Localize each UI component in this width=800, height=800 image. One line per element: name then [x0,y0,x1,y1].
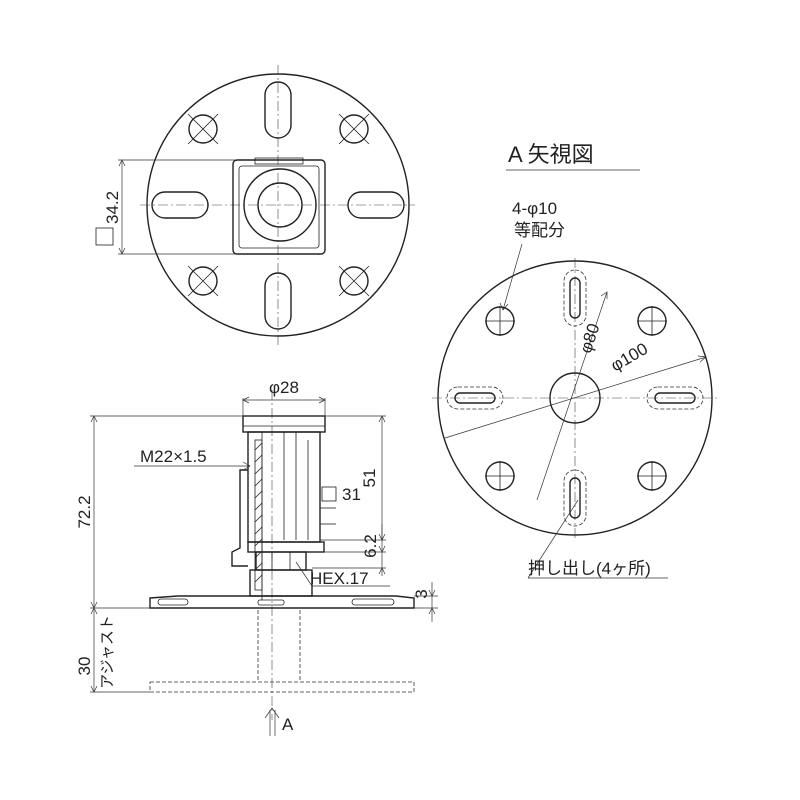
side-adjust-base-plate [149,681,415,693]
side-dim-adjust-label: アジャスト [99,615,116,689]
a-hole-sw [485,461,515,491]
side-dim-62: 6.2 [361,534,380,558]
a-dim-pcd: φ80 [576,321,603,355]
top-square-socket-inner [238,165,320,249]
a-holes-line1: 4-φ10 [512,199,557,218]
a-embossing-note: 押し出し(4ヶ所) [528,559,651,578]
top-socket-tab [254,157,304,165]
a-emboss-s [563,469,587,527]
side-dim-3: 3 [412,589,431,598]
top-slot-n [264,81,292,139]
side-base-boss [249,569,313,597]
square-symbol-icon [95,227,114,246]
side-dim-31: 31 [342,485,361,504]
top-square-socket-outer [232,159,326,255]
top-slot-s [264,272,292,330]
square-symbol-icon [321,486,337,502]
a-emboss-w [446,386,504,410]
side-hex-nut [255,551,307,571]
a-hole-se [637,461,667,491]
top-bolt-inner [257,182,303,228]
side-lock-nut [247,541,325,553]
a-dim-diameter: φ100 [607,339,651,375]
side-dim-total: 72.2 [75,495,94,528]
a-emboss-e [646,386,704,410]
top-hole-se [338,265,370,297]
side-dim-thread: M22×1.5 [140,447,207,466]
side-dim-adjust-value: 30 [75,657,94,676]
side-top-cap [242,415,326,433]
a-holes-line2: 等配分 [514,221,565,240]
side-dim-diameter: φ28 [269,378,299,397]
a-view-title: A 矢視図 [508,142,594,167]
top-hole-sw [187,265,219,297]
top-view: 34.2 [95,65,415,345]
top-dim-square: 34.2 [103,191,122,224]
a-hole-ne [637,306,667,336]
top-slot-w [151,191,209,219]
side-arrow-label: A [282,715,294,734]
side-view: φ28 M22×1.5 51 31 6.2 HEX.17 3 [75,378,438,736]
a-view: A 矢視図 [432,142,718,579]
side-left-flange [231,469,248,567]
top-bolt-outer [243,168,317,242]
top-hole-ne [338,113,370,145]
side-base-plate [149,595,415,609]
a-hole-nw [485,306,515,336]
top-hole-nw [187,113,219,145]
a-center-boss [549,372,601,424]
view-arrow-icon [264,707,280,736]
top-slot-e [347,191,405,219]
a-emboss-n [563,269,587,327]
side-dim-51: 51 [360,469,379,488]
side-dim-hex: HEX.17 [310,569,369,588]
